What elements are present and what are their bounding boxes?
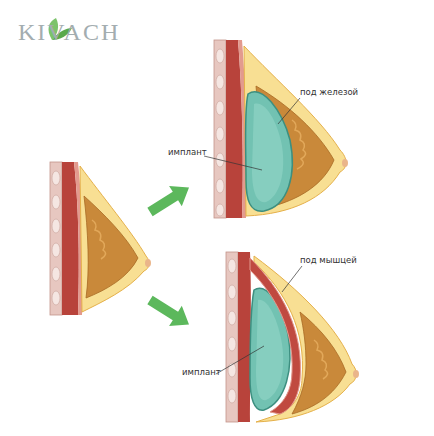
gland-texture: [92, 220, 106, 259]
rib-band: [226, 252, 238, 422]
muscle-over-implant: [250, 258, 300, 414]
rib: [228, 285, 236, 299]
logo-watermark: KIVACH: [18, 20, 120, 44]
fat-tissue: [244, 46, 346, 216]
gland-texture: [314, 340, 328, 379]
part-label: имплант: [168, 148, 207, 157]
part-label: имплант: [182, 368, 221, 377]
rib-band: [214, 40, 226, 218]
leader-line: [278, 98, 300, 124]
green-arrow: [144, 290, 196, 335]
rib: [52, 171, 60, 185]
rib: [228, 311, 236, 325]
rib: [52, 291, 60, 305]
rib: [216, 101, 224, 115]
rib: [228, 259, 236, 273]
rib: [216, 204, 224, 216]
part-label: под мышцей: [300, 256, 357, 265]
rib: [216, 179, 224, 193]
leader-line: [216, 346, 264, 374]
rib: [52, 219, 60, 233]
nipple: [145, 259, 151, 267]
implant-highlight: [252, 104, 283, 203]
rib: [52, 243, 60, 257]
rib: [216, 127, 224, 141]
green-arrow: [144, 177, 196, 222]
implant-highlight: [256, 300, 283, 400]
gland: [84, 196, 138, 298]
nipple: [342, 159, 348, 167]
rib: [52, 195, 60, 209]
muscle: [238, 252, 251, 422]
part-label: под железой: [300, 88, 358, 97]
rib: [216, 75, 224, 89]
leader-line: [204, 156, 262, 170]
implant: [246, 92, 293, 211]
nipple: [353, 370, 359, 378]
rib: [228, 337, 236, 351]
leader-line: [282, 266, 302, 292]
fat-tissue: [80, 166, 149, 312]
breast-subglandular: [214, 40, 348, 218]
rib-band: [50, 162, 62, 315]
breast-before: [50, 162, 151, 315]
breast-submuscular: [226, 252, 359, 422]
rib: [52, 267, 60, 281]
rib: [228, 389, 236, 403]
rib: [216, 49, 224, 63]
arrow-shape: [144, 177, 196, 222]
arrow-shape: [144, 290, 196, 335]
rib: [228, 363, 236, 377]
gland-texture: [292, 120, 306, 169]
